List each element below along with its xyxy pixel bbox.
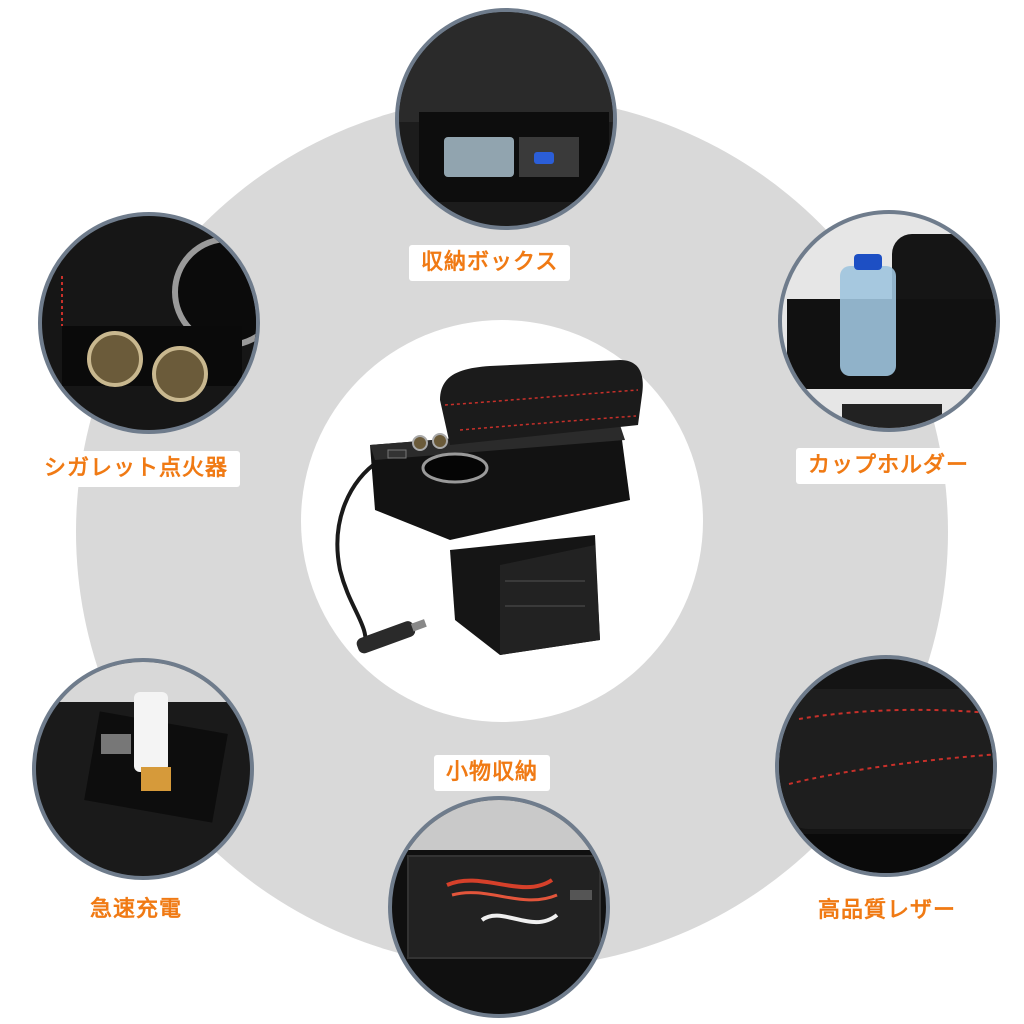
- cup-holder-photo: [778, 210, 1000, 432]
- small-storage-photo: [388, 796, 610, 1018]
- storage-box-photo: [395, 8, 617, 230]
- label-lighter: シガレット点火器: [32, 451, 241, 487]
- cigarette-lighter-photo: [38, 212, 260, 434]
- leather-photo: [775, 655, 997, 877]
- label-charging: 急速充電: [90, 897, 183, 922]
- usb-charging-photo: [32, 658, 254, 880]
- label-cupholder: カップホルダー: [796, 448, 982, 484]
- label-leather: 高品質レザー: [818, 898, 957, 923]
- label-storage: 収納ボックス: [409, 245, 571, 281]
- armrest-console-product-image: [335, 360, 643, 655]
- label-small-storage: 小物収納: [434, 755, 551, 791]
